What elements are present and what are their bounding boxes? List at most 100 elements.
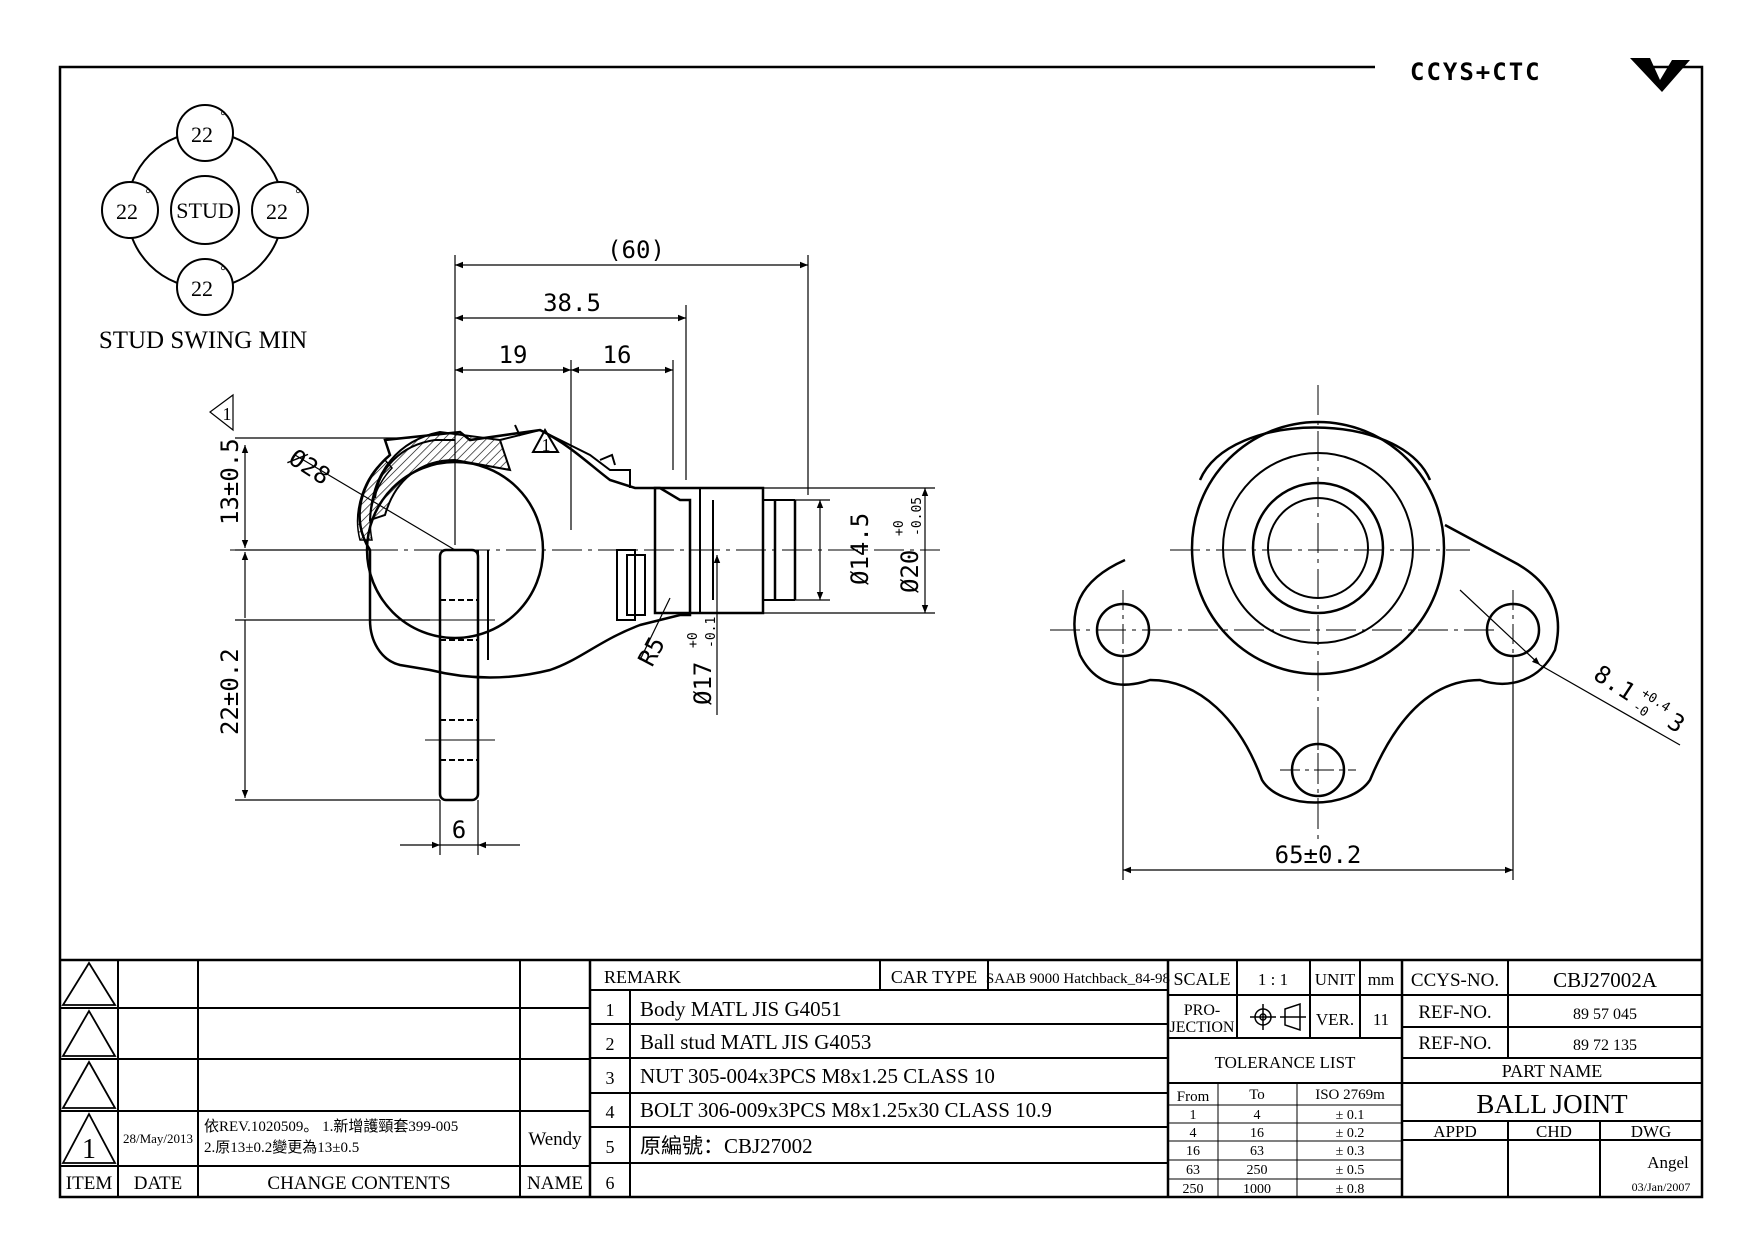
dia-20-label: Ø20 bbox=[896, 550, 924, 593]
side-dimensions bbox=[209, 255, 935, 855]
remark-text-1: Body MATL JIS G4051 bbox=[640, 997, 842, 1021]
dim-38-label: 38.5 bbox=[543, 289, 601, 317]
swing-degree-top: ° bbox=[220, 109, 226, 124]
dia-20-tol-upper: +0 bbox=[892, 520, 907, 536]
tol-row-3-to: 63 bbox=[1250, 1144, 1264, 1159]
hole-tol-lower: -0 bbox=[1630, 699, 1651, 720]
swing-stud-circle bbox=[170, 175, 240, 245]
title-block-grid bbox=[60, 958, 1702, 1197]
revision-1-contents-1: 依REV.1020509。 1.新增護頸套399-005 bbox=[204, 1118, 458, 1135]
appd-label: APPD bbox=[1433, 1122, 1476, 1141]
flange-bore-outer bbox=[1251, 481, 1385, 615]
remark-text-3: NUT 305-004x3PCS M8x1.25 CLASS 10 bbox=[640, 1064, 995, 1088]
hole-dia-label: 8.1 bbox=[1589, 660, 1641, 707]
revision-1-name: Wendy bbox=[528, 1129, 582, 1150]
dwg-label: DWG bbox=[1631, 1122, 1672, 1141]
tol-row-4-from: 63 bbox=[1186, 1163, 1200, 1178]
drawn-by: Angel bbox=[1647, 1153, 1689, 1172]
r5-label: R5 bbox=[633, 632, 671, 671]
projection-label-1: PRO- bbox=[1184, 1002, 1220, 1019]
unit-value: mm bbox=[1368, 970, 1394, 989]
remark-no-4: 4 bbox=[606, 1102, 615, 1122]
hatched-cap bbox=[368, 430, 512, 522]
tol-row-4-to: 250 bbox=[1247, 1163, 1268, 1178]
remark-no-5: 5 bbox=[606, 1137, 615, 1157]
logo-mark-icon bbox=[1630, 58, 1690, 92]
dim-19-label: 19 bbox=[499, 341, 528, 369]
tol-header-to: To bbox=[1249, 1087, 1265, 1103]
tolerance-title: TOLERANCE LIST bbox=[1215, 1053, 1356, 1072]
drawn-date: 03/Jan/2007 bbox=[1632, 1180, 1691, 1194]
header-date: DATE bbox=[134, 1173, 183, 1194]
tol-header-iso: ISO 2769m bbox=[1315, 1087, 1385, 1103]
swing-left-circle bbox=[101, 181, 159, 239]
ref-number-1: 89 57 045 bbox=[1573, 1006, 1637, 1023]
housing-outline bbox=[358, 428, 692, 679]
tol-row-2-to: 16 bbox=[1250, 1126, 1264, 1141]
chd-label: CHD bbox=[1536, 1122, 1572, 1141]
company-logo: CCYS+CTC bbox=[1410, 58, 1690, 92]
tol-row-3-from: 16 bbox=[1186, 1144, 1200, 1159]
shaft-outer bbox=[653, 486, 765, 615]
unit-label: UNIT bbox=[1315, 970, 1356, 989]
dim-6-label: 6 bbox=[452, 816, 466, 844]
tol-row-3-tol: ± 0.3 bbox=[1336, 1144, 1365, 1159]
ref-label-2: REF-NO. bbox=[1418, 1033, 1491, 1054]
tolerance-table: TOLERANCE LIST From To ISO 2769m 1 4 ± 0… bbox=[1177, 1053, 1385, 1197]
logo-gap bbox=[1375, 58, 1645, 80]
dim-60-label: (60) bbox=[607, 236, 665, 264]
dim-22-label: 22±0.2 bbox=[216, 648, 244, 735]
side-rev-mark-2: 1 bbox=[223, 404, 232, 424]
tol-row-5-from: 250 bbox=[1183, 1182, 1204, 1197]
dia-17-tol-lower: -0.1 bbox=[704, 617, 719, 648]
swing-caption: STUD SWING MIN bbox=[99, 327, 307, 354]
dim-13-label: 13±0.5 bbox=[216, 438, 244, 525]
dia-20-tol-lower: -0.05 bbox=[910, 497, 925, 536]
car-type-value: SAAB 9000 Hatchback_84-98 bbox=[986, 971, 1170, 987]
revision-1-date: 28/May/2013 bbox=[123, 1131, 193, 1146]
revision-1-item: 1 bbox=[82, 1134, 96, 1165]
ccys-label: CCYS-NO. bbox=[1411, 970, 1499, 991]
dim-16-label: 16 bbox=[603, 341, 632, 369]
ccys-number: CBJ27002A bbox=[1553, 968, 1658, 992]
remark-text-4: BOLT 306-009x3PCS M8x1.25x30 CLASS 10.9 bbox=[640, 1098, 1052, 1122]
flange-view bbox=[1050, 385, 1560, 840]
ver-value: 11 bbox=[1373, 1010, 1389, 1029]
title-info-block: CCYS-NO. CBJ27002A REF-NO. 89 57 045 REF… bbox=[1411, 968, 1690, 1194]
swing-bottom-angle: 22 bbox=[191, 276, 213, 301]
tol-row-2-tol: ± 0.2 bbox=[1336, 1126, 1365, 1141]
remark-text-5: 原編號：CBJ27002 bbox=[640, 1134, 813, 1158]
swing-degree-bottom: ° bbox=[220, 264, 226, 279]
ref-label-1: REF-NO. bbox=[1418, 1002, 1491, 1023]
dia-17-tol-upper: +0 bbox=[686, 632, 701, 648]
flange-bore-inner bbox=[1267, 497, 1369, 599]
tol-row-1-to: 4 bbox=[1254, 1108, 1261, 1123]
header-name: NAME bbox=[527, 1173, 583, 1194]
remark-no-1: 1 bbox=[606, 1000, 615, 1020]
car-type-label: CAR TYPE bbox=[891, 967, 977, 987]
ver-label: VER. bbox=[1316, 1010, 1354, 1029]
scale-label: SCALE bbox=[1173, 969, 1230, 989]
header-contents: CHANGE CONTENTS bbox=[267, 1173, 450, 1194]
part-name: BALL JOINT bbox=[1476, 1089, 1628, 1119]
swing-degree-right: ° bbox=[295, 187, 301, 202]
swing-right-circle bbox=[251, 181, 309, 239]
remark-header: REMARK bbox=[604, 967, 681, 987]
remark-no-3: 3 bbox=[606, 1068, 615, 1088]
flange-outline bbox=[1073, 523, 1560, 804]
dia-14-label: Ø14.5 bbox=[846, 513, 874, 585]
flange-boss-outer bbox=[1190, 420, 1446, 676]
stud bbox=[438, 548, 480, 802]
flange-dimensions bbox=[1122, 589, 1681, 880]
tol-row-2-from: 4 bbox=[1190, 1126, 1197, 1141]
remark-no-2: 2 bbox=[606, 1034, 615, 1054]
dim-65-label: 65±0.2 bbox=[1275, 841, 1362, 869]
tol-row-5-to: 1000 bbox=[1243, 1182, 1271, 1197]
projection-label-2: JECTION bbox=[1170, 1019, 1235, 1036]
flange-boss-mid bbox=[1222, 452, 1414, 644]
logo-text: CCYS+CTC bbox=[1410, 58, 1542, 86]
header-item: ITEM bbox=[66, 1173, 113, 1194]
tol-row-5-tol: ± 0.8 bbox=[1336, 1182, 1365, 1197]
side-rev-mark: 1 bbox=[542, 435, 551, 455]
